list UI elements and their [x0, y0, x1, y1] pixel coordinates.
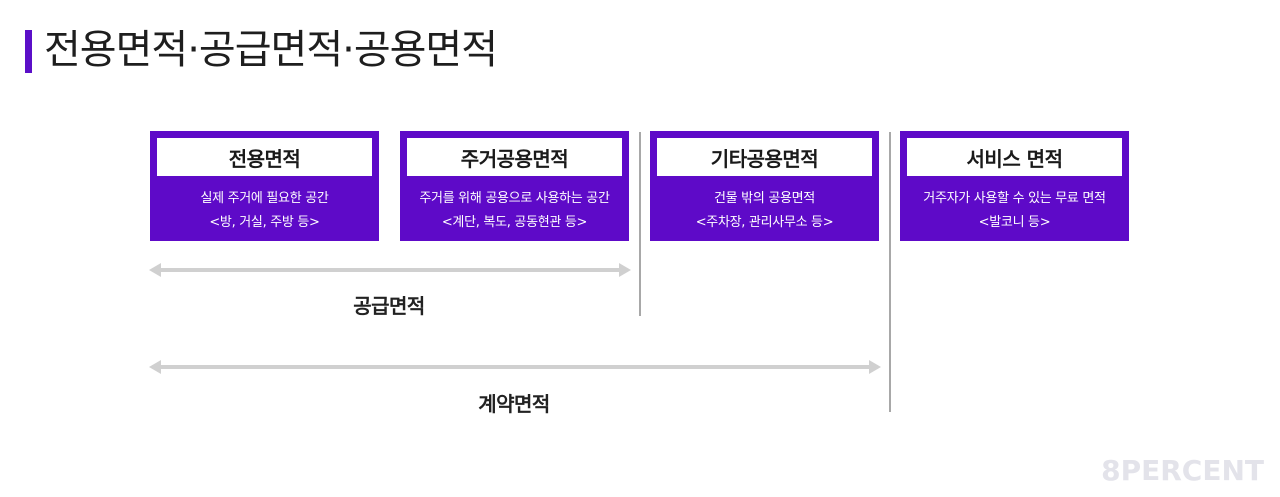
divider-contract — [889, 132, 891, 412]
box-title: 주거공용면적 — [407, 138, 622, 176]
box-desc-line: 거주자가 사용할 수 있는 무료 면적 — [923, 191, 1106, 206]
box-desc-examples: <발코니 등> — [978, 215, 1051, 230]
box-description: 실제 주거에 필요한 공간 <방, 거실, 주방 등> — [150, 187, 379, 235]
box-title: 전용면적 — [157, 138, 372, 176]
box-title: 서비스 면적 — [907, 138, 1122, 176]
box-desc-line: 건물 밖의 공용면적 — [714, 191, 815, 206]
box-desc-examples: <계단, 복도, 공동현관 등> — [441, 215, 588, 230]
double-arrow-supply-icon — [149, 263, 631, 277]
box-service-area: 서비스 면적 거주자가 사용할 수 있는 무료 면적 <발코니 등> — [900, 131, 1129, 241]
box-desc-examples: <주차장, 관리사무소 등> — [695, 215, 834, 230]
title-accent-bar — [25, 30, 32, 73]
box-description: 주거를 위해 공용으로 사용하는 공간 <계단, 복도, 공동현관 등> — [400, 187, 629, 235]
divider-supply — [639, 132, 641, 316]
box-exclusive-area: 전용면적 실제 주거에 필요한 공간 <방, 거실, 주방 등> — [150, 131, 379, 241]
box-desc-line: 주거를 위해 공용으로 사용하는 공간 — [419, 191, 610, 206]
box-description: 건물 밖의 공용면적 <주차장, 관리사무소 등> — [650, 187, 879, 235]
double-arrow-contract-icon — [149, 360, 881, 374]
box-desc-examples: <방, 거실, 주방 등> — [209, 215, 320, 230]
brand-watermark: 8PERCENT — [1101, 454, 1264, 487]
box-other-common-area: 기타공용면적 건물 밖의 공용면적 <주차장, 관리사무소 등> — [650, 131, 879, 241]
box-desc-line: 실제 주거에 필요한 공간 — [200, 191, 329, 206]
box-description: 거주자가 사용할 수 있는 무료 면적 <발코니 등> — [900, 187, 1129, 235]
range-label-supply: 공급면적 — [353, 294, 425, 318]
box-residential-common-area: 주거공용면적 주거를 위해 공용으로 사용하는 공간 <계단, 복도, 공동현관… — [400, 131, 629, 241]
box-title: 기타공용면적 — [657, 138, 872, 176]
page-title: 전용면적·공급면적·공용면적 — [44, 27, 498, 73]
range-label-contract: 계약면적 — [478, 392, 550, 416]
